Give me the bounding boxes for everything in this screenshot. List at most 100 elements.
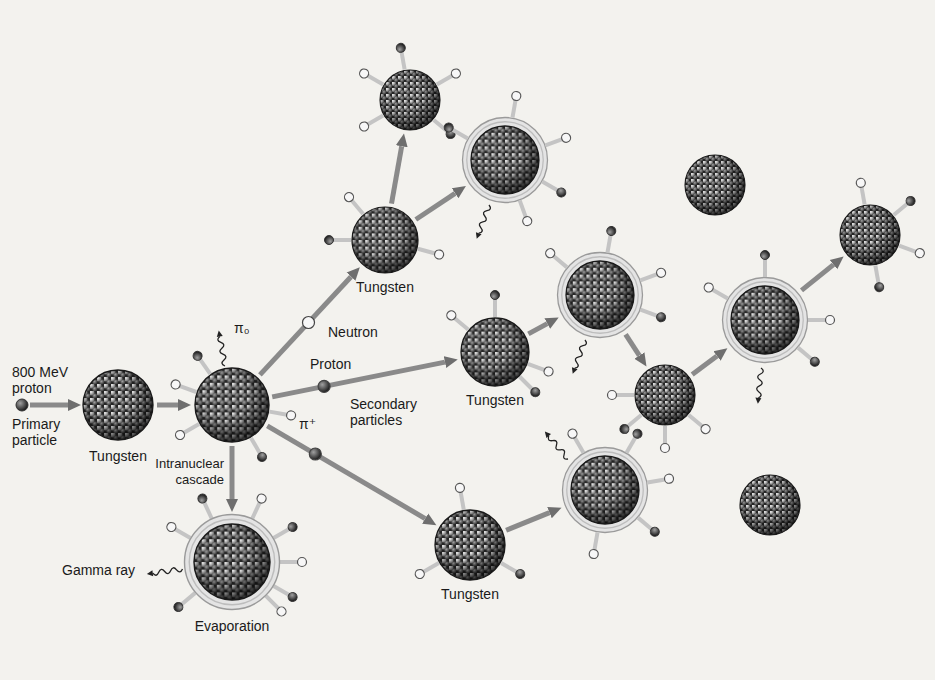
nucleus-node: Evaporation [194,524,270,600]
nucleus-image [435,510,505,580]
nucleus-node: Tungsten [352,207,418,273]
annotation-label: π₀ [234,320,249,336]
particle-arrow [272,362,445,397]
gamma-wave [570,339,588,375]
nucleus-image [195,368,269,442]
nucleon [417,244,445,260]
gamma-wave [755,368,764,404]
nucleon [414,559,441,580]
nucleus-label: Tungsten [441,586,499,602]
nucleus-label: Tungsten [356,279,414,295]
excitation-halo [463,118,548,203]
nucleon [871,265,884,293]
nucleon [795,344,821,368]
nucleon [358,67,385,88]
nucleon [526,360,554,378]
nucleon [623,428,644,455]
nucleus-image [461,318,529,386]
nucleon-stubs [165,43,925,618]
nucleon [170,379,198,397]
nucleon [515,199,533,227]
annotation-label: Primary particle [12,416,78,448]
particle-arrow [230,446,235,499]
nucleon [898,241,926,259]
nucleon [603,226,616,254]
nucleus [566,261,634,329]
nucleus [435,510,505,580]
particle-arrow [267,426,425,519]
nucleon [271,582,298,603]
nucleus-label: Tungsten [466,392,524,408]
particle-label: Neutron [326,324,380,340]
particle-ball [309,448,321,460]
particle-arrow [416,193,455,219]
nucleus [571,456,639,524]
nucleon [508,91,521,119]
nucleus-label: Tungsten [89,448,147,464]
nucleon [566,428,587,455]
nucleus [635,365,695,425]
particle-ball [303,317,315,329]
particle-ball [318,380,330,392]
nucleus-image [194,524,270,600]
nucleon [703,281,730,302]
nucleon [891,195,917,219]
particle-arrow [392,146,402,203]
particle-arrow [506,513,549,531]
nucleon [443,121,470,142]
nucleon [686,411,712,435]
nucleon [358,112,385,133]
nucleon [455,483,468,511]
nucleon [435,67,462,88]
particle-label: Proton [308,356,353,372]
particle-label: π⁺ [297,416,318,432]
nucleon [248,493,267,521]
nucleon [761,251,770,278]
nucleon [343,191,367,217]
nucleon [661,426,670,453]
nucleon [165,521,192,542]
nucleon [639,305,667,323]
nucleus-node: Intranuclear cascade [195,368,269,442]
particle-arrow [802,265,834,291]
nucleon [445,309,471,333]
nucleon [247,436,268,463]
nucleon [174,420,201,441]
nucleus [83,370,153,440]
nucleon [540,178,567,199]
nucleon [544,132,572,150]
gamma-wave [146,566,182,577]
nucleus [740,475,800,535]
nucleon [856,178,869,206]
nucleus-label: Intranuclear cascade [148,456,224,488]
excitation-halo [723,278,808,363]
annotation-label: 800 MeV proton [12,364,78,396]
annotation-label: Gamma ray [62,562,135,578]
nucleon [635,514,661,538]
nucleon [269,407,297,420]
particle-arrow [626,334,640,355]
nucleon [196,493,215,521]
nucleus [731,286,799,354]
nucleon [172,589,198,613]
nucleus-node: Tungsten [435,510,505,580]
primary-arrow [30,403,68,408]
nucleus [461,318,529,386]
nucleon [544,247,570,271]
nucleus-node: Tungsten [83,370,153,440]
nucleus [685,155,745,215]
nucleon [647,473,675,486]
nucleus-label: Evaporation [195,618,270,634]
nucleon [639,267,667,285]
nucleon [491,291,500,318]
nucleus-image [352,207,418,273]
nucleon [588,532,601,560]
nucleus [194,524,270,600]
nucleon [325,236,352,245]
nucleon [191,350,214,377]
nucleus [471,126,539,194]
particle-arrow [528,324,547,334]
nucleon [263,593,288,618]
nucleus-node: Tungsten [461,318,529,386]
gamma-wave [543,429,571,460]
